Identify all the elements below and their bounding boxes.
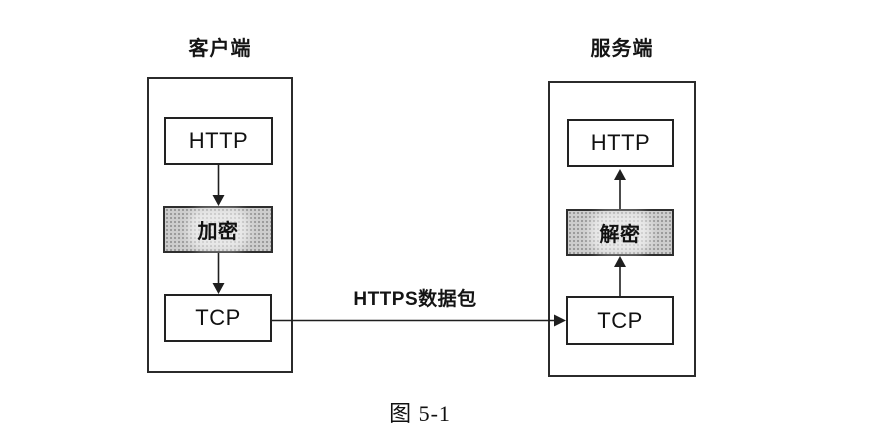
- server-tcp-label: TCP: [597, 307, 643, 333]
- server-outer-box: [548, 81, 696, 377]
- server-tcp-box: TCP: [566, 296, 674, 345]
- https-packet-arrow: [272, 314, 566, 327]
- client-http-box: HTTP: [164, 117, 273, 165]
- figure-caption: 图 5-1: [389, 401, 451, 426]
- server-column-title: 服务端: [590, 38, 654, 60]
- client-column-title: 客户端: [188, 38, 252, 60]
- client-outer-box: [147, 77, 293, 373]
- client-http-label: HTTP: [188, 128, 249, 153]
- server-http-box: HTTP: [567, 119, 674, 167]
- server-decrypt-box: 解密: [566, 209, 674, 256]
- client-tcp-label: TCP: [195, 305, 241, 330]
- server-http-label: HTTP: [590, 130, 651, 155]
- https-packet-label: HTTPS数据包: [353, 289, 477, 310]
- client-tcp-box: TCP: [164, 294, 272, 342]
- server-decrypt-label: 解密: [596, 218, 644, 247]
- client-encrypt-label: 加密: [194, 215, 242, 244]
- client-encrypt-box: 加密: [163, 206, 273, 253]
